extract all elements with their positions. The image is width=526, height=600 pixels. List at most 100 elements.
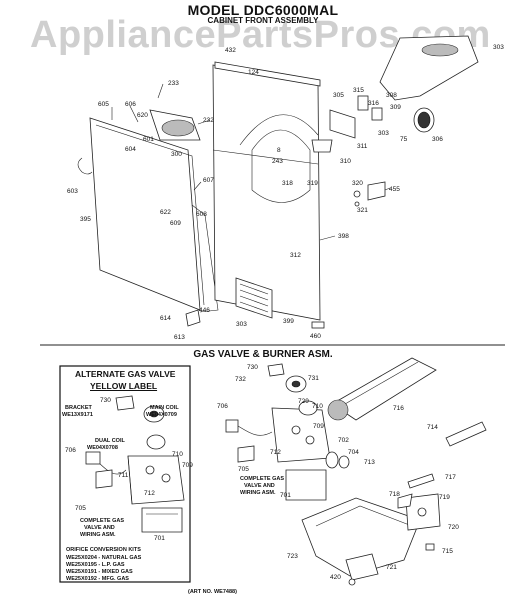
label-713: 713 xyxy=(364,459,375,466)
kit-lp: WE25X0195 - L.P. GAS xyxy=(66,562,125,568)
label-460: 460 xyxy=(310,333,321,340)
front-panel-398 xyxy=(212,64,321,321)
label-706: 706 xyxy=(217,403,228,410)
label-609: 609 xyxy=(170,220,181,227)
label-420: 420 xyxy=(330,574,341,581)
kit-natural: WE25X0204 - NATURAL GAS xyxy=(66,555,142,561)
label-729: 729 xyxy=(298,398,309,405)
model-title: MODEL DDC6000MAL xyxy=(187,2,339,18)
label-309: 309 xyxy=(390,104,401,111)
main-complete-1: COMPLETE GAS xyxy=(240,476,285,482)
alt-label-701: 701 xyxy=(154,535,165,542)
label-717: 717 xyxy=(445,474,456,481)
label-316: 316 xyxy=(368,100,379,107)
main-coil-part: WE04X0709 xyxy=(146,412,177,418)
assembly-subtitle: CABINET FRONT ASSEMBLY xyxy=(207,16,319,25)
label-398: 398 xyxy=(338,233,349,240)
label-321: 321 xyxy=(357,207,368,214)
label-305: 305 xyxy=(333,92,344,99)
pipe-714 xyxy=(445,421,487,447)
kit-mfg: WE25X0192 - MFG. GAS xyxy=(66,576,129,582)
label-432: 432 xyxy=(225,47,236,54)
main-complete-2: VALVE AND xyxy=(244,483,275,489)
dual-coil-part: WE04X0708 xyxy=(87,445,118,451)
label-620: 620 xyxy=(137,112,148,119)
label-710: 710 xyxy=(312,403,323,410)
label-712: 712 xyxy=(270,449,281,456)
label-311: 311 xyxy=(357,143,368,150)
label-723: 723 xyxy=(287,553,298,560)
alt-label-706: 706 xyxy=(65,447,76,454)
label-232: 232 xyxy=(203,117,214,124)
gas-section-title: GAS VALVE & BURNER ASM. xyxy=(193,349,333,360)
label-718: 718 xyxy=(389,491,400,498)
label-319: 319 xyxy=(307,180,318,187)
art-number: (ART NO. WE7488) xyxy=(188,589,237,595)
label-233: 233 xyxy=(168,80,179,87)
label-75: 75 xyxy=(400,136,408,143)
alt-box-title: ALTERNATE GAS VALVE xyxy=(75,369,176,379)
alt-label-730: 730 xyxy=(100,397,111,404)
label-310: 310 xyxy=(340,158,351,165)
kit-mixed: WE25X0191 - MIXED GAS xyxy=(66,569,133,575)
label-606: 606 xyxy=(125,101,136,108)
alt-valve-body xyxy=(127,455,185,505)
label-603: 603 xyxy=(67,188,78,195)
label-607: 607 xyxy=(203,177,214,184)
label-705: 705 xyxy=(238,466,249,473)
label-601: 601 xyxy=(143,136,154,143)
label-455: 455 xyxy=(389,186,400,193)
orifice-title: ORIFICE CONVERSION KITS xyxy=(66,547,141,553)
grille-399 xyxy=(235,277,273,319)
label-702: 702 xyxy=(338,437,349,444)
label-720: 720 xyxy=(448,524,459,531)
burner-716 xyxy=(331,357,437,421)
label-716: 716 xyxy=(393,405,404,412)
label-704: 704 xyxy=(348,449,359,456)
label-614: 614 xyxy=(160,315,171,322)
dual-coil-label: DUAL COIL xyxy=(95,438,125,444)
door-opening xyxy=(251,129,311,203)
label-604: 604 xyxy=(125,146,136,153)
label-399: 399 xyxy=(283,318,294,325)
label-446: 446 xyxy=(199,307,210,314)
alt-label-705: 705 xyxy=(75,505,86,512)
label-303-mid: 303 xyxy=(378,130,389,137)
alt-complete-2: VALVE AND xyxy=(84,525,115,531)
alt-label-709: 709 xyxy=(182,462,193,469)
label-395: 395 xyxy=(80,216,91,223)
label-303-top: 303 xyxy=(493,44,504,51)
label-721: 721 xyxy=(386,564,397,571)
label-312: 312 xyxy=(290,252,301,259)
label-714: 714 xyxy=(427,424,438,431)
block-305 xyxy=(329,109,356,139)
alt-box-subtitle: YELLOW LABEL xyxy=(90,381,158,391)
bracket-label: BRACKET xyxy=(65,405,92,411)
bracket-part: WE13X9171 xyxy=(62,412,93,418)
alt-complete-1: COMPLETE GAS xyxy=(80,518,125,524)
alt-label-711: 711 xyxy=(118,472,129,479)
label-622: 622 xyxy=(160,209,171,216)
label-719: 719 xyxy=(439,494,450,501)
alt-complete-3: WIRING ASM. xyxy=(80,532,116,538)
label-732: 732 xyxy=(235,376,246,383)
label-318: 318 xyxy=(282,180,293,187)
label-605: 605 xyxy=(98,101,109,108)
alt-label-710: 710 xyxy=(172,451,183,458)
label-730: 730 xyxy=(247,364,258,371)
main-complete-3: WIRING ASM. xyxy=(240,490,276,496)
label-731: 731 xyxy=(308,375,319,382)
label-709: 709 xyxy=(313,423,324,430)
label-320: 320 xyxy=(352,180,363,187)
label-701: 701 xyxy=(280,492,291,499)
label-306: 306 xyxy=(432,136,443,143)
alternate-valve-box xyxy=(59,365,191,583)
label-608: 608 xyxy=(196,211,207,218)
label-715: 715 xyxy=(442,548,453,555)
label-300: 300 xyxy=(171,151,182,158)
side-panel-395 xyxy=(89,117,201,311)
main-coil-label: MAIN COIL xyxy=(150,405,179,411)
label-308: 308 xyxy=(386,92,397,99)
label-303-bottom: 303 xyxy=(236,321,247,328)
